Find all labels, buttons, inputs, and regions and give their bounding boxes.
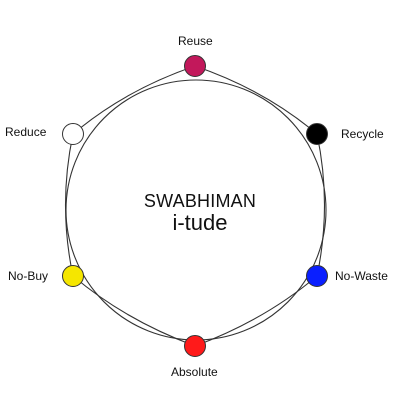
node-reuse	[184, 55, 206, 77]
label-absolute: Absolute	[171, 365, 218, 379]
node-reduce	[62, 123, 84, 145]
label-no-waste: No-Waste	[335, 269, 388, 283]
arc-nobuy-reduce	[64, 133, 74, 277]
label-reduce: Reduce	[5, 125, 47, 139]
node-recycle	[306, 123, 328, 145]
arc-nowaste-absolute	[194, 275, 318, 347]
center-subtitle: i-tude	[172, 210, 228, 235]
label-no-buy: No-Buy	[8, 269, 49, 283]
arc-absolute-nobuy	[72, 275, 196, 347]
arc-reuse-recycle	[194, 65, 318, 135]
label-recycle: Recycle	[341, 127, 384, 141]
node-absolute	[184, 335, 206, 357]
node-no-buy	[62, 265, 84, 287]
node-no-waste	[306, 265, 328, 287]
center-title: SWABHIMAN	[143, 191, 257, 211]
arc-reduce-reuse	[72, 65, 196, 135]
arc-recycle-nowaste	[316, 133, 326, 277]
label-reuse: Reuse	[178, 34, 213, 48]
